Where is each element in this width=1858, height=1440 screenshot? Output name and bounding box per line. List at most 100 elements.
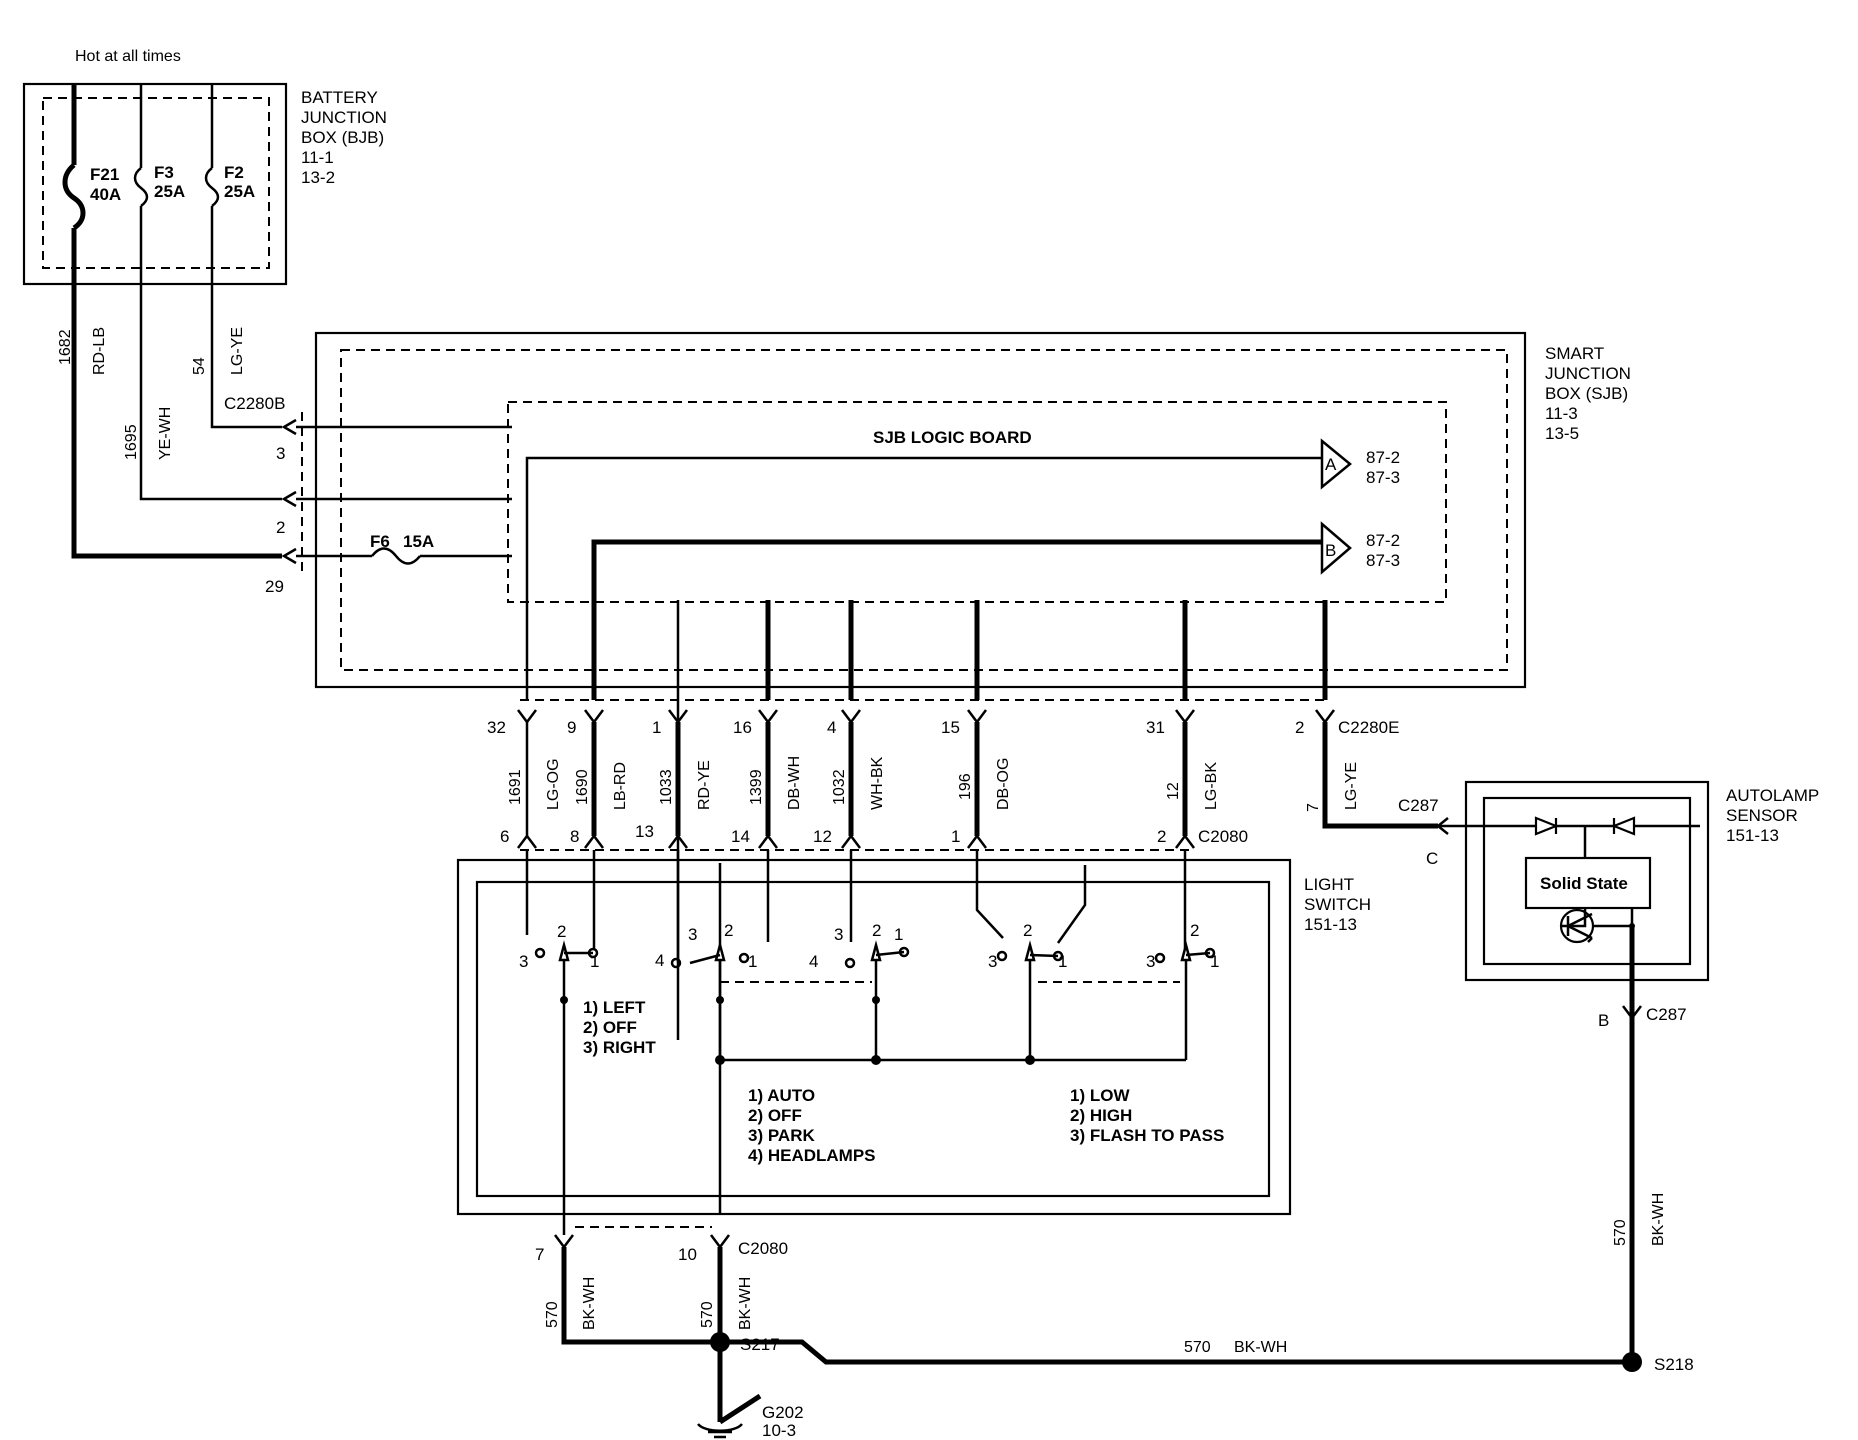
- ref-a-page-2: 87-3: [1366, 468, 1400, 487]
- sw-pin-4: 14: [731, 827, 750, 846]
- fuse-f6-symbol: [371, 547, 421, 565]
- sensor-title-3: 151-13: [1726, 826, 1779, 845]
- c287-bottom-label: C287: [1646, 1005, 1687, 1024]
- sw-pin-3: 13: [635, 822, 654, 841]
- c287-top-label: C287: [1398, 796, 1439, 815]
- ref-b-page-1: 87-2: [1366, 531, 1400, 550]
- sw-pin-5: 12: [813, 827, 832, 846]
- bjb-title-4: 11-1: [301, 148, 334, 167]
- sw3-pos-3: 3: [834, 925, 843, 944]
- sjb-title-5: 13-5: [1545, 424, 1579, 443]
- bjb-title-1: BATTERY: [301, 88, 378, 107]
- c2080-top-label: C2080: [1198, 827, 1248, 846]
- wire-196-color: DB-OG: [995, 758, 1012, 810]
- headlamp-legend-2: 2) OFF: [748, 1106, 802, 1125]
- headlamp-legend-1: 1) AUTO: [748, 1086, 815, 1105]
- sw4-pos-1: 1: [1058, 952, 1067, 971]
- sw-pin-2: 8: [570, 827, 579, 846]
- sjb-out-pin-3: 1: [652, 718, 661, 737]
- turn-legend-3: 3) RIGHT: [583, 1038, 656, 1057]
- bjb-title-2: JUNCTION: [301, 108, 387, 127]
- sw2-pos-4: 4: [655, 951, 664, 970]
- ground-wire-b-circuit: 570: [699, 1301, 716, 1328]
- logic-board-label: SJB LOGIC BOARD: [873, 428, 1032, 447]
- fuse-f3-rating: 25A: [154, 182, 185, 201]
- sjb-pin-2: 2: [276, 518, 285, 537]
- solid-state-module: [1524, 856, 1652, 910]
- c287-pin-b: B: [1598, 1011, 1609, 1030]
- sw-pin-6: 1: [951, 827, 960, 846]
- c287-pin-c: C: [1426, 849, 1438, 868]
- sjb-pin-29: 29: [265, 577, 284, 596]
- sjb-out-pin-4: 16: [733, 718, 752, 737]
- sjb-title-1: SMART: [1545, 344, 1604, 363]
- sjb-title-4: 11-3: [1545, 404, 1578, 423]
- c2280e-label: C2280E: [1338, 718, 1399, 737]
- sw1-pos-3: 3: [519, 952, 528, 971]
- ground-pin-7: 7: [535, 1245, 544, 1264]
- bus-wire-color: BK-WH: [1234, 1339, 1287, 1356]
- bus-wire-circuit: 570: [1184, 1339, 1211, 1356]
- phototransistor-icon: [1559, 908, 1595, 944]
- ref-b-page-2: 87-3: [1366, 551, 1400, 570]
- sjb-out-pin-sensor: 2: [1295, 718, 1304, 737]
- sensor-title-1: AUTOLAMP: [1726, 786, 1819, 805]
- sw3-pos-2: 2: [872, 921, 881, 940]
- ground-wire-a-circuit: 570: [544, 1301, 561, 1328]
- wire-12-circuit: 12: [1165, 782, 1182, 800]
- sw2-pos-3: 3: [688, 925, 697, 944]
- ref-b-triangle: [1320, 521, 1352, 575]
- solid-state-label: Solid State: [1540, 874, 1628, 893]
- ground-wire-b-color: BK-WH: [737, 1277, 754, 1330]
- autolamp-sensor: AUTOLAMP SENSOR 151-13 Solid State: [1464, 780, 1819, 982]
- fuse-f6-id: F6: [370, 532, 390, 551]
- headlamp-legend-3: 3) PARK: [748, 1126, 815, 1145]
- wire-1682-color: RD-LB: [91, 327, 108, 375]
- wire-196-circuit: 196: [957, 773, 974, 800]
- wire-1690-color: LB-RD: [612, 762, 629, 810]
- wire-1033-color: RD-YE: [696, 760, 713, 810]
- sw5-pos-1: 1: [1210, 952, 1219, 971]
- sjb-logic-board: SJB LOGIC BOARD: [507, 401, 1447, 603]
- wire-1690-circuit: 1690: [574, 769, 591, 805]
- wire-1682-circuit: 1682: [57, 329, 74, 365]
- wire-1695-color: YE-WH: [157, 407, 174, 460]
- fuse-f2-symbol: [204, 167, 220, 207]
- sw4-pos-2: 2: [1023, 921, 1032, 940]
- turn-legend-1: 1) LEFT: [583, 998, 646, 1017]
- wire-1695-circuit: 1695: [123, 424, 140, 460]
- light-switch: LIGHT SWITCH 151-13: [456, 858, 1371, 1216]
- wire-1033-circuit: 1033: [658, 769, 675, 805]
- beam-legend-3: 3) FLASH TO PASS: [1070, 1126, 1224, 1145]
- wire-12-color: LG-BK: [1203, 762, 1220, 810]
- sensor-ground-circuit: 570: [1612, 1219, 1629, 1246]
- wire-1691-color: LG-OG: [545, 758, 562, 810]
- sjb-out-pin-5: 4: [827, 718, 836, 737]
- c2080-bottom-label: C2080: [738, 1239, 788, 1258]
- sjb-title-3: BOX (SJB): [1545, 384, 1628, 403]
- beam-legend-2: 2) HIGH: [1070, 1106, 1132, 1125]
- wire-54-color: LG-YE: [229, 327, 246, 375]
- ref-a-page-1: 87-2: [1366, 448, 1400, 467]
- ground-symbol: [697, 1423, 743, 1439]
- switch-title-1: LIGHT: [1304, 875, 1354, 894]
- switch-title-2: SWITCH: [1304, 895, 1371, 914]
- fuse-f6-rating: 15A: [403, 532, 434, 551]
- wire-1032-circuit: 1032: [831, 769, 848, 805]
- sw1-pos-2: 2: [557, 922, 566, 941]
- wire-1032-color: WH-BK: [869, 756, 886, 810]
- sw3-pos-4: 4: [809, 952, 818, 971]
- diode-1-icon: [1534, 816, 1559, 836]
- sw5-pos-2: 2: [1190, 921, 1199, 940]
- bjb-title-5: 13-2: [301, 168, 335, 187]
- sw4-pos-3: 3: [988, 952, 997, 971]
- ref-b-letter: B: [1325, 541, 1336, 560]
- beam-legend-1: 1) LOW: [1070, 1086, 1130, 1105]
- sw-pin-1: 6: [500, 827, 509, 846]
- sjb-out-pin-7: 31: [1146, 718, 1165, 737]
- wire-54-circuit: 54: [191, 357, 208, 375]
- ground-wire-a-color: BK-WH: [581, 1277, 598, 1330]
- sw-pin-7: 2: [1157, 827, 1166, 846]
- sw5-pos-3: 3: [1146, 952, 1155, 971]
